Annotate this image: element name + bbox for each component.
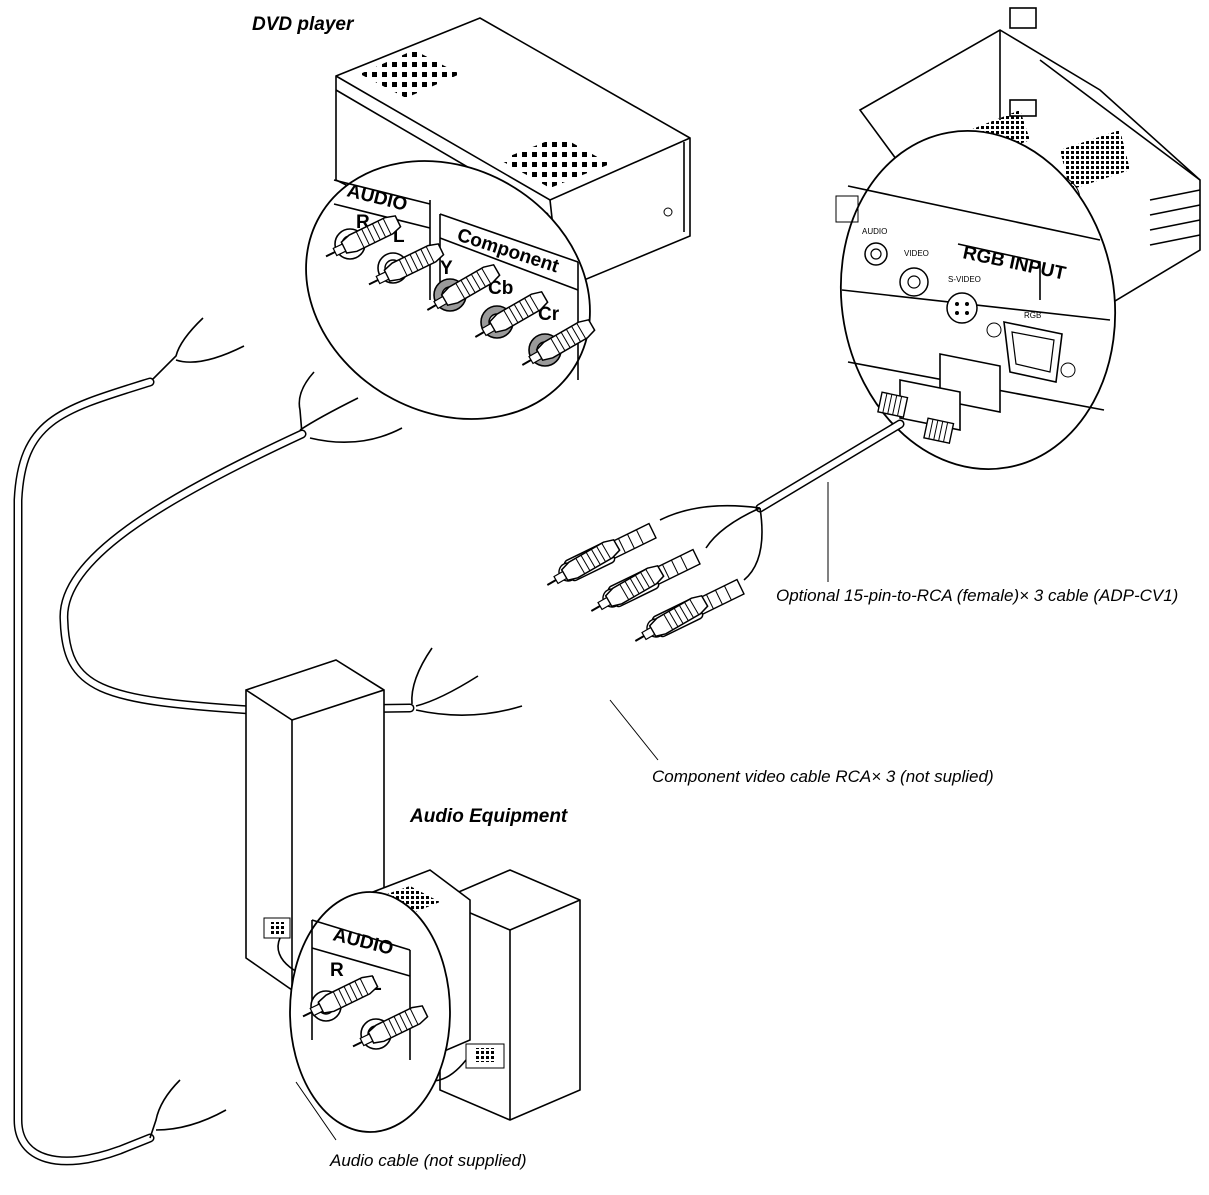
audio-cable-loop [13,377,155,1166]
projector-rgb-label: RGB [1024,311,1041,320]
projector-s-video-label: S-VIDEO [948,275,981,284]
adapter-cable [659,419,905,582]
dvd-cb-label: Cb [488,278,513,299]
audio-r-label: R [330,960,344,981]
dvd-cr-label: Cr [538,304,560,325]
vga-connector [877,353,1001,445]
projector-video-label: VIDEO [904,249,929,258]
audio-cable-caption: Audio cable (not supplied) [329,1151,527,1170]
projector: AUDIO VIDEO S-VIDEO RGB INPUT RGB [835,7,1201,470]
projector-s-video-jack[interactable] [946,292,978,324]
projector-audio-label: AUDIO [862,227,887,236]
audio-equipment: AUDIO R L Audio Equipment [245,659,581,1133]
dvd-player-title: DVD player [252,14,355,35]
projector-video-jack[interactable] [899,267,929,297]
dvd-component-plugs [298,261,598,443]
component-cable-caption: Component video cable RCA× 3 (not suplie… [652,767,994,786]
projector-audio-jack[interactable] [864,242,888,266]
component-cable-loop [59,429,415,715]
dvd-audio-plugs [149,212,446,383]
audio-equipment-title: Audio Equipment [409,806,568,827]
projector-rgb-port[interactable] [986,320,1076,383]
dvd-y-label: Y [440,258,453,279]
component-cable-plugs [411,536,711,761]
audio-equipment-plugs [149,972,430,1141]
dvd-player: AUDIO R L Component Y Cb Cr [252,14,691,420]
adapter-cable-caption: Optional 15-pin-to-RCA (female)× 3 cable… [776,586,1178,605]
